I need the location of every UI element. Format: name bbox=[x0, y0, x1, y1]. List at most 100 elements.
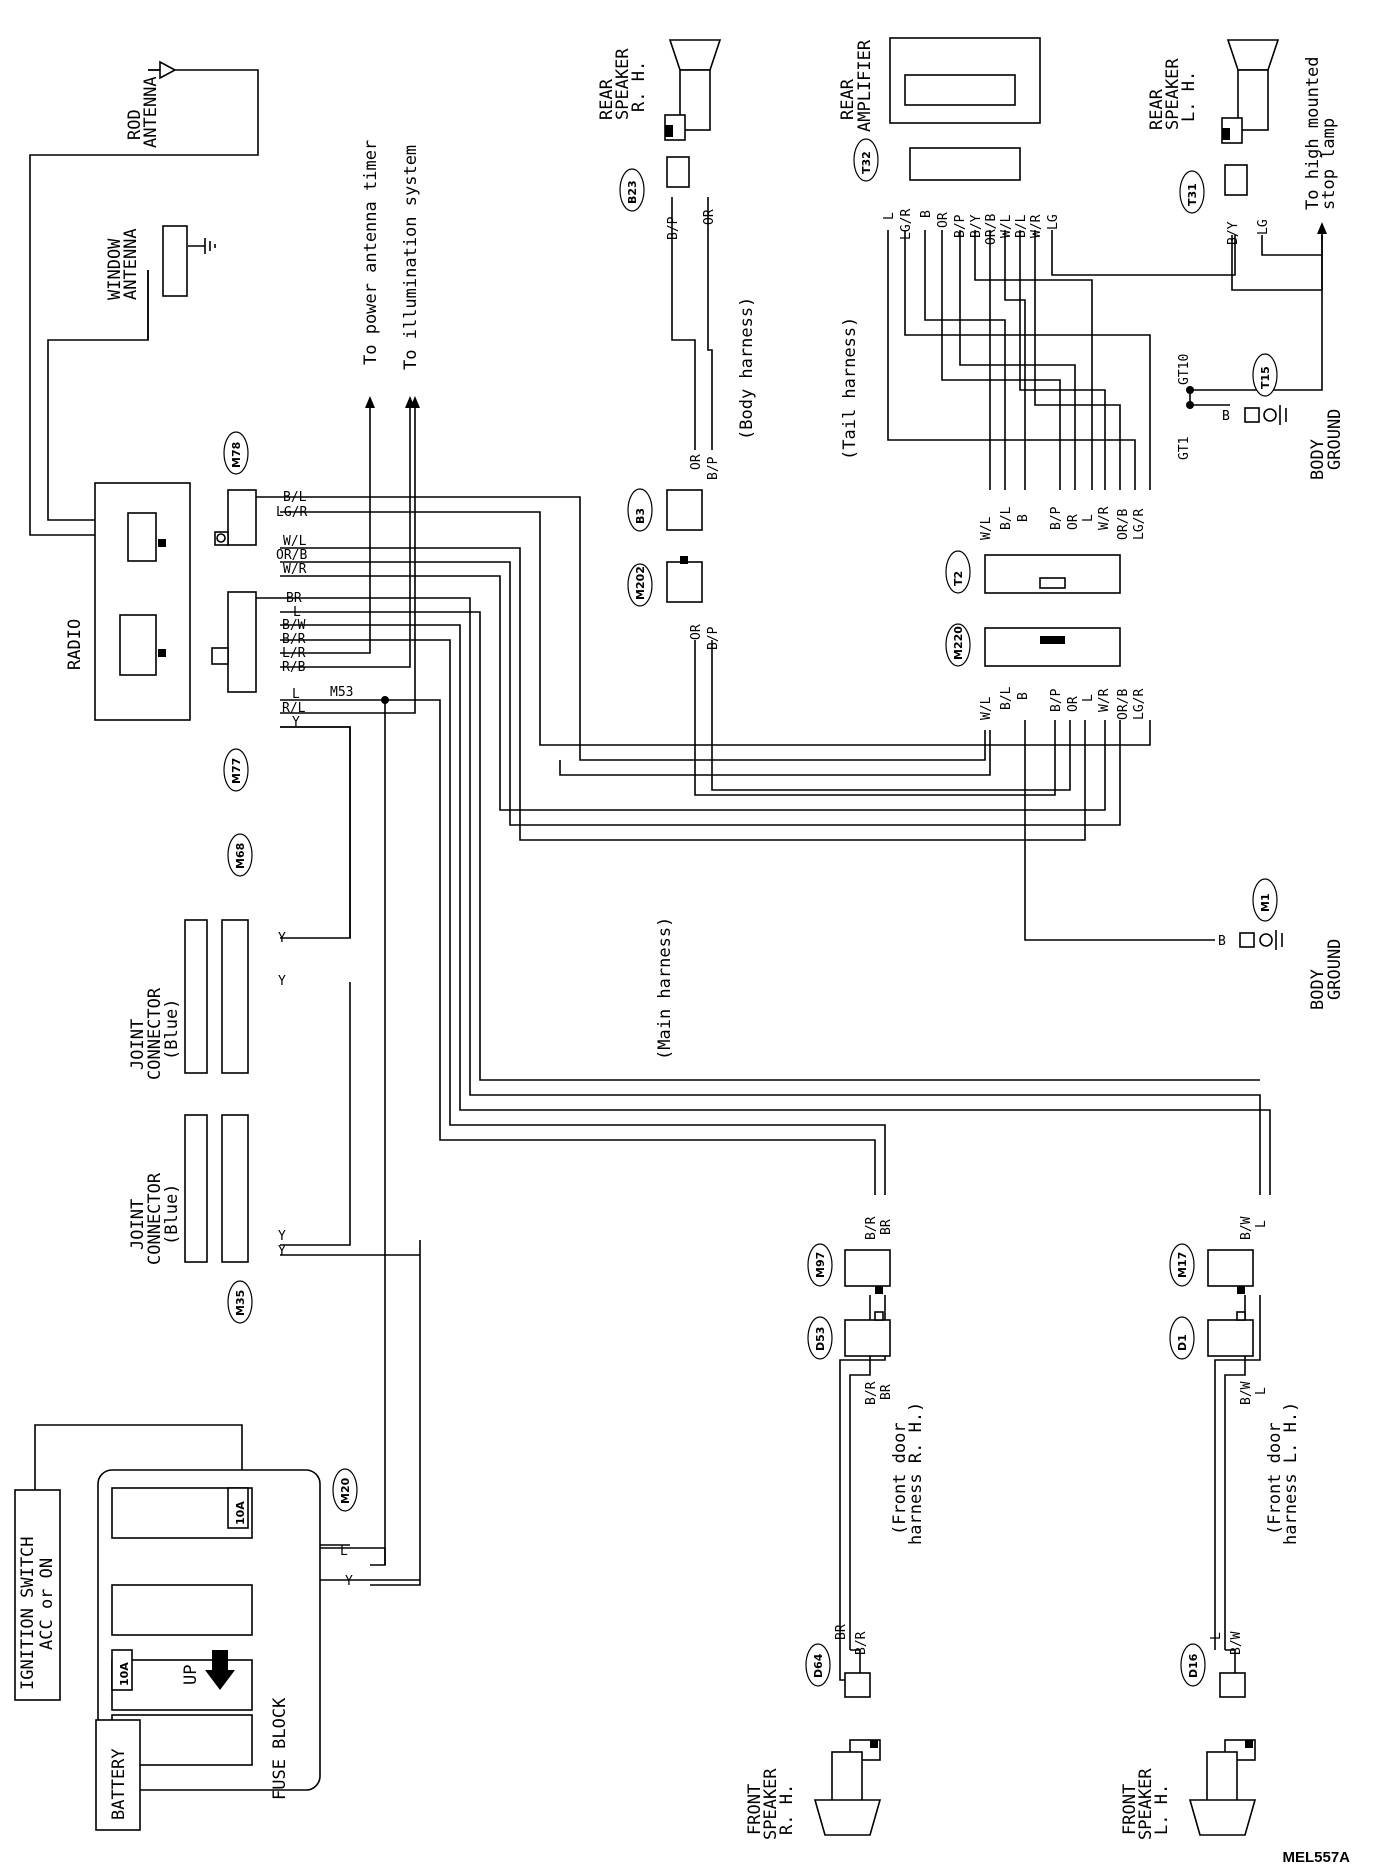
t31-id: T31 bbox=[1186, 183, 1199, 206]
wire-label-t32-3: B bbox=[919, 210, 934, 218]
connector-d1: D1 bbox=[1169, 1311, 1254, 1360]
connector-m17: M17 bbox=[1169, 1243, 1254, 1294]
wire-label-body-upper-2: B/P bbox=[706, 456, 721, 480]
wire-label-t32-10: W/R bbox=[1029, 214, 1044, 238]
m202-id: M202 bbox=[634, 566, 647, 600]
ignition-switch-label-2: ACC or ON bbox=[37, 1558, 57, 1650]
rear-amplifier-label-1: REAR bbox=[838, 78, 858, 120]
connector-b3: B3 bbox=[627, 488, 703, 532]
wire-label-t32-6: B/Y bbox=[969, 214, 984, 238]
front-speaker-lh-label-3: L. H. bbox=[1152, 1784, 1172, 1835]
note-front-door-rh-2: harness R. H.) bbox=[906, 1402, 926, 1545]
wire-label-t32-7: OR/B bbox=[984, 214, 999, 245]
wire-label-m77-4: B/R bbox=[282, 632, 306, 647]
b3-id: B3 bbox=[634, 508, 647, 524]
wire-label-t2-4: B/P bbox=[1049, 506, 1064, 530]
wire-label-t2-3: B bbox=[1016, 514, 1031, 522]
front-speaker-lh: D16 FRONT SPEAKER L. H. bbox=[1120, 1643, 1257, 1840]
note-stop-lamp-1: To high mounted bbox=[1303, 56, 1323, 210]
wire-label-d16-2: B/W bbox=[1229, 1631, 1244, 1655]
wire-label-m77-9: Y bbox=[292, 715, 300, 730]
wire-label-m17-1: B/W bbox=[1239, 1216, 1254, 1240]
note-main-harness: (Main harness) bbox=[655, 917, 675, 1060]
connector-m202: M202 bbox=[627, 556, 703, 607]
wire-label-b23-1: B/P bbox=[666, 216, 681, 240]
body-ground-2-label-1: BODY bbox=[1308, 969, 1328, 1010]
radio-label: RADIO bbox=[65, 619, 85, 670]
b23-id: B23 bbox=[626, 180, 639, 204]
rear-speaker-lh-label-3: L. H. bbox=[1179, 71, 1199, 122]
wire-label-t2-1: W/L bbox=[979, 516, 994, 540]
front-speaker-rh-label-1: FRONT bbox=[745, 1784, 765, 1835]
d16-id: D16 bbox=[1187, 1653, 1200, 1678]
wire-label-t2-5: OR bbox=[1066, 514, 1081, 530]
body-ground-1-label-2: GROUND bbox=[1325, 409, 1345, 470]
wire-label-t2-7: W/R bbox=[1097, 506, 1112, 530]
connector-m78: M78 bbox=[214, 431, 280, 546]
wire-label-m97-2: BR bbox=[879, 1219, 894, 1235]
window-antenna-label-1: WINDOW bbox=[105, 238, 125, 300]
t32-id: T32 bbox=[860, 151, 873, 174]
wire-label-m220-8: OR/B bbox=[1116, 689, 1131, 720]
wire-label-d1-1: B/W bbox=[1239, 1381, 1254, 1405]
battery-label: BATTERY bbox=[109, 1748, 129, 1820]
body-ground-t15: T15 BODY GROUND bbox=[1244, 353, 1345, 480]
rear-speaker-lh-label-2: SPEAKER bbox=[1163, 58, 1183, 130]
rod-antenna: ROD ANTENNA bbox=[125, 60, 177, 148]
joint-connector-1-label-3: (Blue) bbox=[162, 999, 182, 1060]
m20-id: M20 bbox=[339, 1477, 352, 1504]
wire-label-m68-2: Y bbox=[278, 974, 286, 989]
arrow-power-antenna-icon bbox=[365, 396, 375, 408]
front-speaker-rh-label-3: R. H. bbox=[777, 1784, 797, 1835]
wire-label-m68-1: Y bbox=[278, 931, 286, 946]
fuse-batt-rating: 10A bbox=[118, 1662, 131, 1686]
m77-id: M77 bbox=[230, 758, 243, 784]
wire-label-m20-2: Y bbox=[345, 1574, 353, 1589]
gt1-splice-dot bbox=[1186, 401, 1194, 409]
m220-id: M220 bbox=[952, 626, 965, 660]
wire-label-m220-7: W/R bbox=[1097, 688, 1112, 712]
wire-label-t32-11: LG bbox=[1046, 214, 1061, 230]
wire-label-m220-3: B bbox=[1016, 692, 1031, 700]
wire-label-m97-1: B/R bbox=[864, 1216, 879, 1240]
ignition-switch: IGNITION SWITCH ACC or ON bbox=[14, 1489, 61, 1701]
wire-label-t32-8: W/L bbox=[999, 214, 1014, 238]
rear-speaker-rh-label-2: SPEAKER bbox=[613, 48, 633, 120]
wire-label-t32-5: B/P bbox=[953, 214, 968, 238]
wire-label-m220-2: B/L bbox=[999, 686, 1014, 710]
wire-label-m220-6: L bbox=[1081, 694, 1096, 702]
up-label: UP bbox=[181, 1665, 201, 1685]
fuse-acc-rating: 10A bbox=[234, 1501, 247, 1525]
window-antenna: WINDOW ANTENNA bbox=[105, 225, 216, 300]
m97-id: M97 bbox=[814, 1252, 827, 1278]
front-speaker-rh-label-2: SPEAKER bbox=[761, 1768, 781, 1840]
wire-label-m78-3: W/L bbox=[283, 534, 307, 549]
wire-label-m220-1: W/L bbox=[979, 696, 994, 720]
wire-label-t32-2: LG/R bbox=[899, 209, 914, 240]
rear-amplifier-label-2: AMPLIFIER bbox=[855, 39, 875, 132]
m53-splice-dot bbox=[381, 696, 389, 704]
wire-labels: B/L LG/R W/L OR/B W/R BR L B/W B/R L/R R… bbox=[276, 209, 1271, 1655]
wire-label-t2-8: OR/B bbox=[1116, 509, 1131, 540]
connector-m97: M97 bbox=[807, 1243, 891, 1294]
wire-label-m77-1: BR bbox=[286, 591, 302, 606]
joint-connector-2-label-2: CONNECTOR bbox=[145, 1172, 165, 1265]
connector-t2: T2 bbox=[945, 550, 1121, 594]
wire-label-m77-3: B/W bbox=[282, 618, 306, 633]
m68-id: M68 bbox=[234, 843, 247, 869]
note-front-door-rh-1: (Front door bbox=[890, 1422, 910, 1535]
wire-label-t2-9: LG/R bbox=[1132, 509, 1147, 540]
joint-connector-1-label-1: JOINT bbox=[128, 1019, 148, 1070]
joint-connector-2-label-1: JOINT bbox=[128, 1199, 148, 1250]
d64-id: D64 bbox=[812, 1653, 825, 1678]
battery: BATTERY bbox=[95, 1719, 141, 1831]
body-ground-1-label-1: BODY bbox=[1308, 439, 1328, 480]
m17-id: M17 bbox=[1176, 1252, 1189, 1278]
m1-id: M1 bbox=[1259, 893, 1272, 912]
wire-label-m77-8: R/L bbox=[282, 701, 306, 716]
m35-id: M35 bbox=[234, 1290, 247, 1316]
wire-label-m17-2: L bbox=[1254, 1220, 1269, 1228]
wire-label-d53-1: B/R bbox=[864, 1381, 879, 1405]
gt10-id: GT10 bbox=[1177, 354, 1192, 385]
